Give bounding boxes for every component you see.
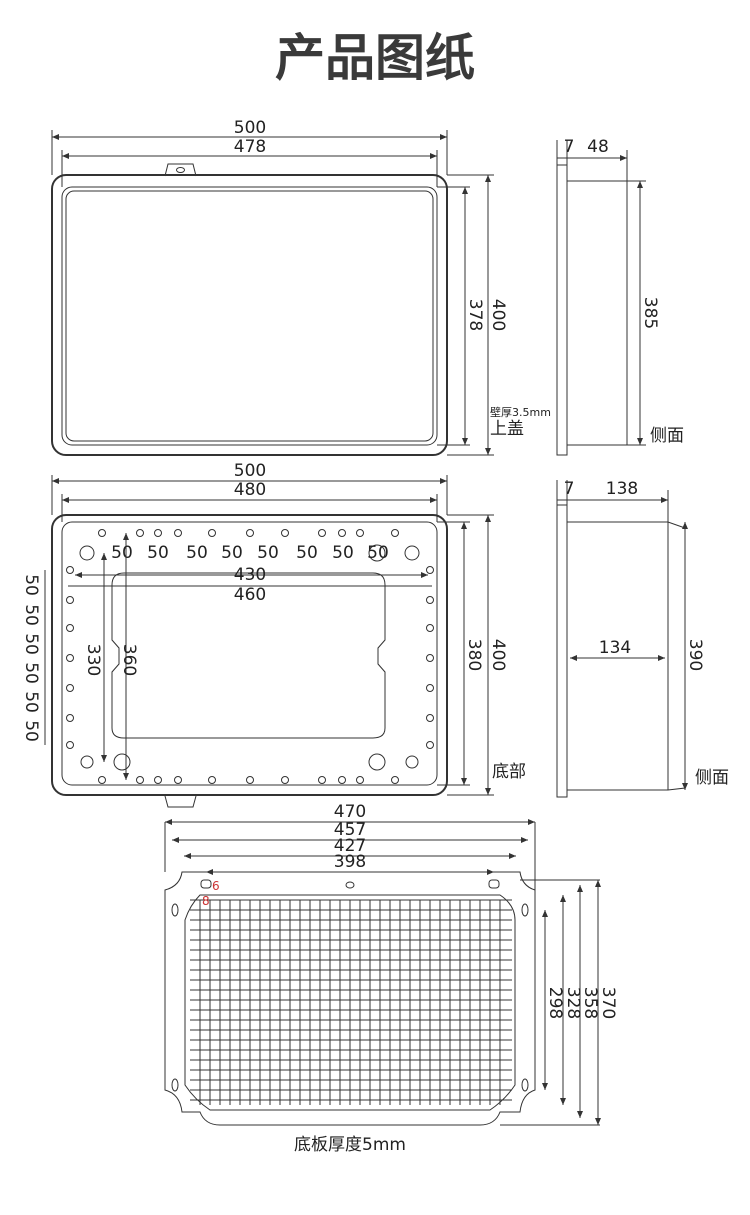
- pitch-label: 50: [21, 691, 41, 713]
- pitch-label: 50: [257, 543, 279, 563]
- plate-height-2: 328: [563, 987, 583, 1019]
- pitch-label: 50: [21, 720, 41, 742]
- lid-side-view: 7 48 385 侧面: [556, 137, 684, 456]
- pitch-label: 50: [21, 633, 41, 655]
- span-360: 360: [119, 644, 139, 676]
- lid-height-outer: 400: [488, 299, 508, 331]
- pitch-label: 50: [21, 574, 41, 596]
- pitch-label: 50: [332, 543, 354, 563]
- screw-boss: [356, 529, 364, 537]
- lid-width-outer: 500: [234, 118, 266, 138]
- lid-side-height: 385: [640, 297, 660, 329]
- screw-boss: [66, 654, 74, 662]
- screw-boss: [98, 529, 106, 537]
- base-height-outer: 400: [488, 639, 508, 671]
- hole-height: 6: [212, 879, 220, 893]
- screw-boss: [136, 776, 144, 784]
- base-side-view: 7 138 134 390 侧面: [556, 479, 729, 798]
- screw-boss: [66, 596, 74, 604]
- screw-boss: [426, 684, 434, 692]
- screw-boss: [66, 741, 74, 749]
- lid-side-thickness: 7: [564, 137, 575, 157]
- base-height-inner: 380: [464, 639, 484, 671]
- screw-boss: [246, 529, 254, 537]
- screw-boss: [98, 776, 106, 784]
- screw-boss: [136, 529, 144, 537]
- span-430: 430: [234, 565, 266, 585]
- plate-width-2: 427: [334, 836, 366, 856]
- base-width-inner: 480: [234, 480, 266, 500]
- top-pitch-labels: 50 50 50 50 50 50 50 50: [111, 543, 389, 563]
- screw-boss: [66, 684, 74, 692]
- pitch-label: 50: [111, 543, 133, 563]
- base-side-label: 侧面: [695, 768, 729, 788]
- screw-boss: [391, 529, 399, 537]
- screw-boss: [318, 776, 326, 784]
- base-side-depth: 138: [606, 479, 638, 499]
- screw-boss: [66, 624, 74, 632]
- screw-boss: [426, 624, 434, 632]
- pitch-label: 50: [296, 543, 318, 563]
- base-side-height: 390: [685, 639, 705, 671]
- screw-boss: [208, 776, 216, 784]
- base-width-outer: 500: [234, 461, 266, 481]
- lid-width-inner: 478: [234, 137, 266, 157]
- lid-top-view: 500 478 400 378 壁厚3.5mm 上盖: [51, 118, 551, 456]
- screw-boss: [391, 776, 399, 784]
- span-460: 460: [234, 585, 266, 605]
- plate-width-1: 457: [334, 820, 366, 840]
- screw-boss: [356, 776, 364, 784]
- screw-boss: [154, 529, 162, 537]
- screw-boss: [426, 596, 434, 604]
- screw-boss: [246, 776, 254, 784]
- plate-width-3: 398: [334, 852, 366, 872]
- pitch-label: 50: [367, 543, 389, 563]
- plate-width-0: 470: [334, 802, 366, 822]
- screw-boss: [426, 714, 434, 722]
- base-top-view: 500 480 400 380 50 50 50 50 50 50 50 50 …: [21, 461, 526, 808]
- lid-side-depth: 48: [587, 137, 609, 157]
- lid-label: 上盖: [490, 419, 524, 439]
- span-330: 330: [83, 644, 103, 676]
- hole-width: 8: [202, 894, 210, 908]
- pitch-label: 50: [186, 543, 208, 563]
- screw-boss: [281, 529, 289, 537]
- base-label: 底部: [492, 762, 526, 782]
- base-side-thickness: 7: [564, 479, 575, 499]
- mounting-plate-view: 6 8 470 457 427 398 370 358 328 298 底板厚度…: [164, 802, 618, 1155]
- screw-boss: [426, 566, 434, 574]
- pitch-label: 50: [147, 543, 169, 563]
- screw-boss: [281, 776, 289, 784]
- pitch-label: 50: [21, 604, 41, 626]
- screw-boss: [208, 529, 216, 537]
- base-side-inner-depth: 134: [599, 638, 631, 658]
- left-pitch-labels: 50 50 50 50 50 50: [21, 574, 41, 742]
- screw-boss: [174, 776, 182, 784]
- screw-boss: [66, 714, 74, 722]
- screw-boss: [174, 529, 182, 537]
- wall-thickness-note: 壁厚3.5mm: [490, 405, 551, 419]
- plate-height-1: 358: [580, 987, 600, 1019]
- plate-height-0: 370: [598, 987, 618, 1019]
- screw-boss: [154, 776, 162, 784]
- screw-boss: [66, 566, 74, 574]
- screw-boss: [338, 529, 346, 537]
- lid-height-inner: 378: [465, 299, 485, 331]
- plate-caption: 底板厚度5mm: [294, 1135, 406, 1155]
- plate-height-3: 298: [545, 987, 565, 1019]
- screw-boss: [338, 776, 346, 784]
- lid-side-label: 侧面: [650, 426, 684, 446]
- pitch-label: 50: [21, 662, 41, 684]
- screw-boss: [426, 741, 434, 749]
- screw-boss: [318, 529, 326, 537]
- screw-boss: [426, 654, 434, 662]
- pitch-label: 50: [221, 543, 243, 563]
- page-title: 产品图纸: [275, 29, 475, 87]
